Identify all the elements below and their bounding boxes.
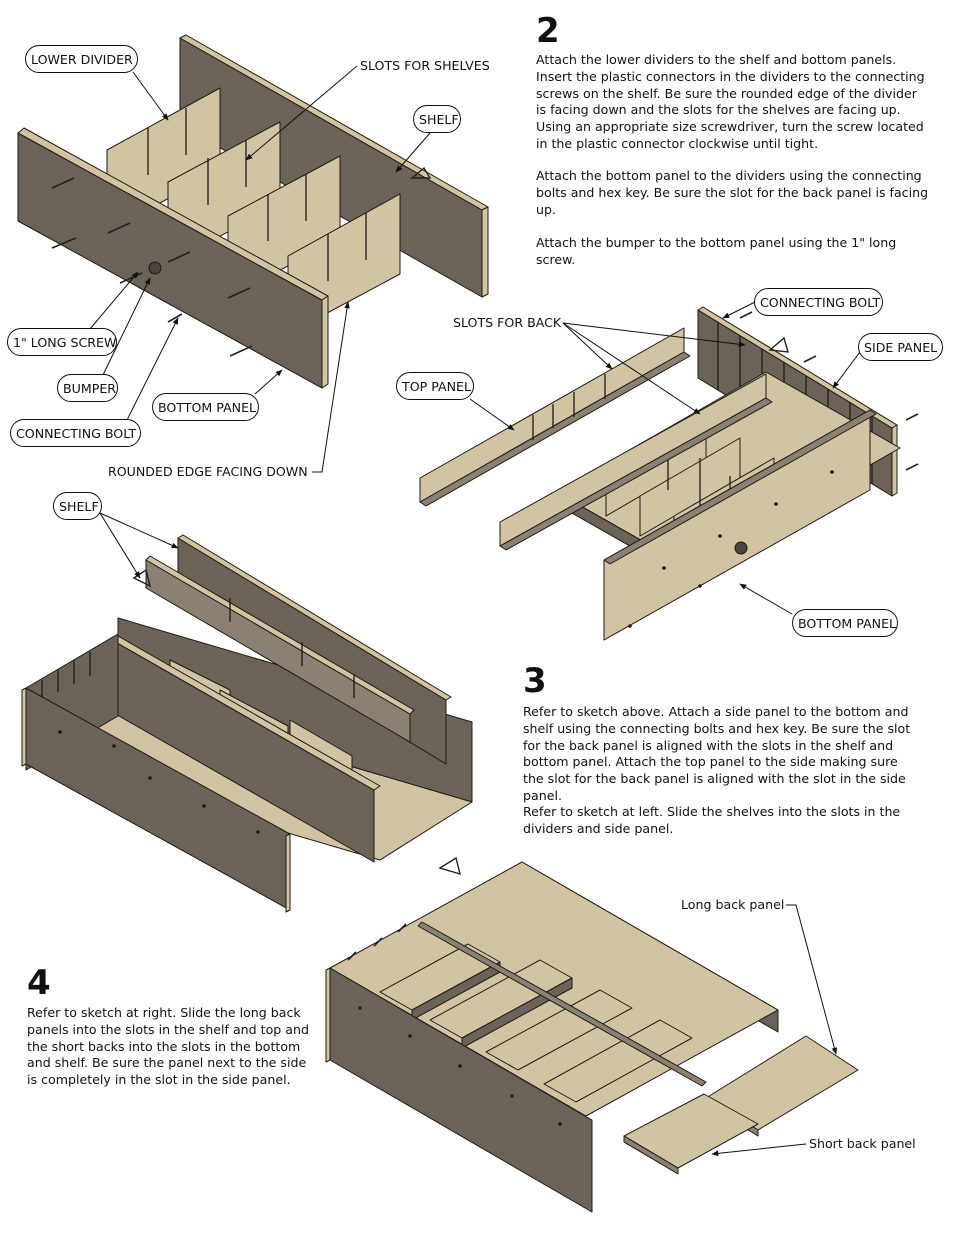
label-connecting-bolt-left: CONNECTING BOLT bbox=[10, 419, 141, 447]
label-long-back-panel: Long back panel bbox=[681, 897, 785, 912]
label-long-screw: 1" LONG SCREW bbox=[7, 328, 117, 356]
figure-step4-back-panels bbox=[325, 856, 859, 1213]
label-side-panel: SIDE PANEL bbox=[858, 333, 943, 361]
label-connecting-bolt-right: CONNECTING BOLT bbox=[754, 288, 883, 316]
step-4-number: 4 bbox=[27, 963, 51, 1003]
step-3-paragraph-2: Refer to sketch at left. Slide the shelv… bbox=[523, 804, 901, 836]
step-2-paragraph-2: Attach the bottom panel to the dividers … bbox=[536, 168, 929, 217]
label-shelf-top: SHELF bbox=[413, 105, 461, 133]
label-bottom-panel-top: BOTTOM PANEL bbox=[152, 393, 259, 421]
label-slots-for-back: SLOTS FOR BACK bbox=[453, 315, 562, 330]
step-2-paragraph-3: Attach the bumper to the bottom panel us… bbox=[536, 235, 897, 267]
label-rounded-edge: ROUNDED EDGE FACING DOWN bbox=[108, 464, 308, 479]
label-lower-divider: LOWER DIVIDER bbox=[25, 45, 138, 73]
label-slots-for-shelves: SLOTS FOR SHELVES bbox=[360, 58, 490, 73]
step-4-paragraph-1: Refer to sketch at right. Slide the long… bbox=[27, 1005, 309, 1088]
step-2-number: 2 bbox=[536, 11, 560, 51]
figure-step2-dividers bbox=[17, 34, 489, 473]
step-3-paragraph-1: Refer to sketch above. Attach a side pan… bbox=[523, 704, 911, 803]
label-top-panel: TOP PANEL bbox=[396, 372, 474, 400]
label-short-back-panel: Short back panel bbox=[809, 1136, 916, 1151]
step-3-number: 3 bbox=[523, 661, 547, 701]
figure-step3-side-panel bbox=[419, 301, 919, 641]
figure-step3-shelves bbox=[21, 512, 473, 913]
label-bottom-panel-right: BOTTOM PANEL bbox=[792, 609, 898, 637]
step-2-paragraph-1: Attach the lower dividers to the shelf a… bbox=[536, 52, 925, 151]
label-shelf-left: SHELF bbox=[53, 492, 102, 520]
label-bumper: BUMPER bbox=[57, 374, 118, 402]
